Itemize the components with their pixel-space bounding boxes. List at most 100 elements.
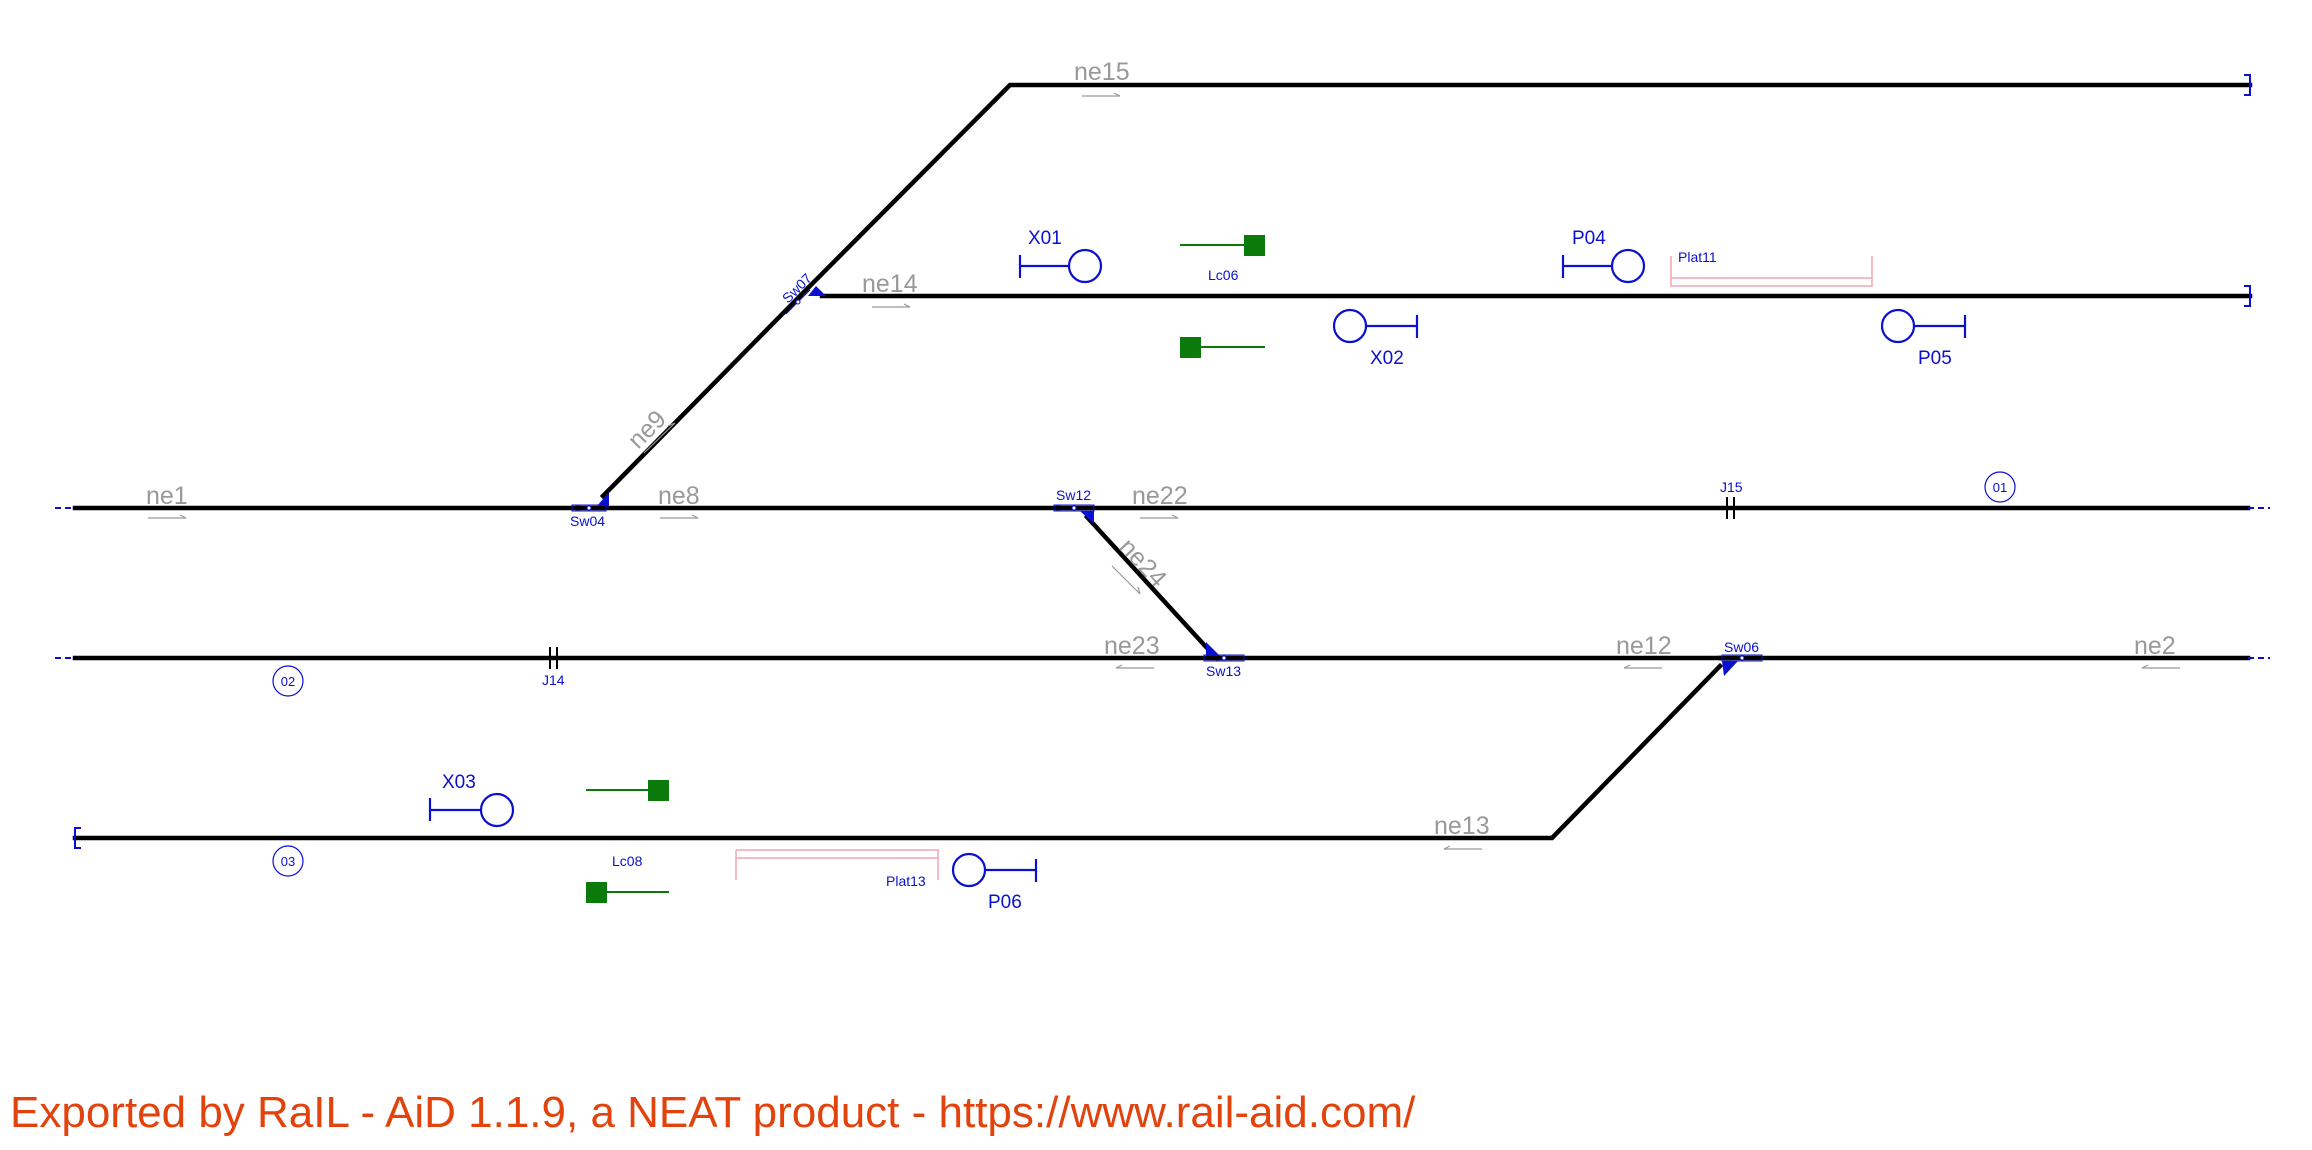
signal-label-x03: X03	[442, 772, 476, 793]
line-marker-01-ring	[1984, 471, 2016, 503]
direction-arrows	[148, 92, 2180, 850]
switch-label-sw12: Sw12	[1056, 487, 1091, 503]
joint-label-j15: J15	[1720, 479, 1743, 495]
signal-p06[interactable]: P06	[951, 852, 1038, 913]
switches: Sw04 Sw07 Sw12 Sw13 Sw06	[570, 270, 1763, 679]
buffer-stop-ne13	[74, 827, 81, 849]
arrow-ne2	[2141, 664, 2180, 669]
switch-sw04[interactable]: Sw04	[570, 492, 609, 529]
line-marker-label-02: 02	[281, 674, 295, 689]
switch-sw04-marker	[597, 492, 609, 506]
switch-sw13-frame	[1203, 654, 1245, 662]
joint-j15[interactable]: J15	[1720, 479, 1743, 519]
signal-label-p05: P05	[1918, 348, 1952, 369]
platform-plat11-outline	[1670, 256, 1873, 287]
track-label-ne24: ne24	[1114, 533, 1172, 593]
track-label-ne13: ne13	[1434, 812, 1490, 840]
line-markers: 01 02 03	[272, 471, 2016, 877]
signal-x01-head	[1067, 248, 1103, 284]
switch-sw13-marker	[1206, 642, 1220, 656]
platform-plat13-outline	[735, 849, 939, 880]
line-marker-02-ring	[272, 665, 304, 697]
platform-plat11[interactable]: Plat11	[1670, 249, 1873, 287]
level-crossings: Lc06 Lc08	[586, 235, 1265, 903]
line-marker-label-03: 03	[281, 854, 295, 869]
signal-x01[interactable]: X01	[1018, 228, 1103, 284]
track-ne9[interactable]	[599, 292, 804, 500]
arrow-ne23	[1115, 664, 1154, 669]
track-lines	[72, 82, 2253, 841]
platforms: Plat11 Plat13	[735, 249, 1873, 889]
signal-p05[interactable]: P05	[1880, 308, 1967, 369]
signal-x02[interactable]: X02	[1332, 308, 1419, 369]
switch-label-sw04: Sw04	[570, 513, 605, 529]
signal-x03-head	[479, 792, 515, 828]
switch-sw13[interactable]: Sw13	[1203, 642, 1245, 679]
level-crossing-lc06[interactable]: Lc06	[1180, 235, 1265, 358]
arrow-ne14	[872, 303, 911, 308]
track-label-ne14: ne14	[862, 270, 918, 298]
switch-sw04-frame	[571, 504, 607, 512]
level-crossing-lc08[interactable]: Lc08	[586, 780, 669, 903]
signal-p06-head	[951, 852, 987, 888]
signals: X01 X02 P04 P05 X03	[428, 228, 1967, 913]
track-label-ne2: ne2	[2134, 632, 2176, 660]
joint-label-j14: J14	[542, 672, 565, 688]
joints: J15 J14	[542, 479, 1743, 688]
signal-p04-head	[1610, 248, 1646, 284]
track-ends	[55, 74, 2270, 849]
line-marker-03: 03	[272, 845, 304, 877]
platform-label-plat11: Plat11	[1678, 249, 1717, 265]
switch-sw07-marker	[808, 286, 826, 296]
signal-label-p04: P04	[1572, 228, 1606, 249]
buffer-stop-ne14	[2244, 285, 2251, 307]
track-label-ne23: ne23	[1104, 632, 1160, 660]
switch-sw12-pivot	[1071, 505, 1077, 511]
line-marker-03-ring	[272, 845, 304, 877]
buffer-stop-ne15	[2244, 74, 2251, 96]
arrow-ne9	[643, 422, 676, 454]
switch-sw13-pivot	[1221, 655, 1227, 661]
switch-sw12-frame	[1053, 504, 1095, 512]
signal-p04[interactable]: P04	[1561, 228, 1646, 284]
joint-j14[interactable]: J14	[542, 647, 565, 688]
line-marker-label-01: 01	[1993, 480, 2007, 495]
track-label-ne1: ne1	[146, 482, 188, 510]
track-ne15[interactable]	[796, 82, 2253, 300]
track-ne24[interactable]	[1083, 513, 1211, 652]
lc08-barrier-bottom-box	[586, 882, 607, 903]
arrow-ne22	[1140, 514, 1179, 519]
track-labels: ne1 ne8 ne22 ne9 ne14 ne15 ne24 ne23 ne1…	[146, 58, 2176, 840]
signal-label-x01: X01	[1028, 228, 1062, 249]
lc06-barrier-top-box	[1244, 235, 1265, 256]
track-label-ne12: ne12	[1616, 632, 1672, 660]
switch-sw04-pivot	[586, 505, 592, 511]
signal-p05-head	[1880, 308, 1916, 344]
track-label-ne22: ne22	[1132, 482, 1188, 510]
switch-label-sw06: Sw06	[1724, 639, 1759, 655]
lc08-barrier-top-box	[648, 780, 669, 801]
platform-label-plat13: Plat13	[886, 873, 926, 889]
platform-plat13[interactable]: Plat13	[735, 849, 939, 889]
track-label-ne9: ne9	[622, 405, 671, 454]
lc06-barrier-bottom-box	[1180, 337, 1201, 358]
export-footer: Exported by RaIL - AiD 1.1.9, a NEAT pro…	[10, 1088, 1416, 1137]
track-label-ne8: ne8	[658, 482, 700, 510]
arrow-ne12	[1623, 664, 1662, 669]
arrow-ne1	[148, 514, 187, 519]
switch-sw06[interactable]: Sw06	[1721, 639, 1763, 676]
signal-x02-head	[1332, 308, 1368, 344]
switch-sw12-marker	[1080, 511, 1094, 524]
line-marker-02: 02	[272, 665, 304, 697]
track-label-ne15: ne15	[1074, 58, 1130, 86]
arrow-ne13	[1443, 845, 1482, 850]
arrow-ne24	[1111, 565, 1141, 595]
track-ne13[interactable]	[72, 662, 1724, 841]
arrow-ne15	[1082, 92, 1121, 97]
signal-x03[interactable]: X03	[428, 772, 515, 828]
line-marker-01: 01	[1984, 471, 2016, 503]
level-crossing-label-lc06: Lc06	[1208, 267, 1239, 283]
signal-label-p06: P06	[988, 892, 1022, 913]
switch-sw12[interactable]: Sw12	[1053, 487, 1095, 524]
